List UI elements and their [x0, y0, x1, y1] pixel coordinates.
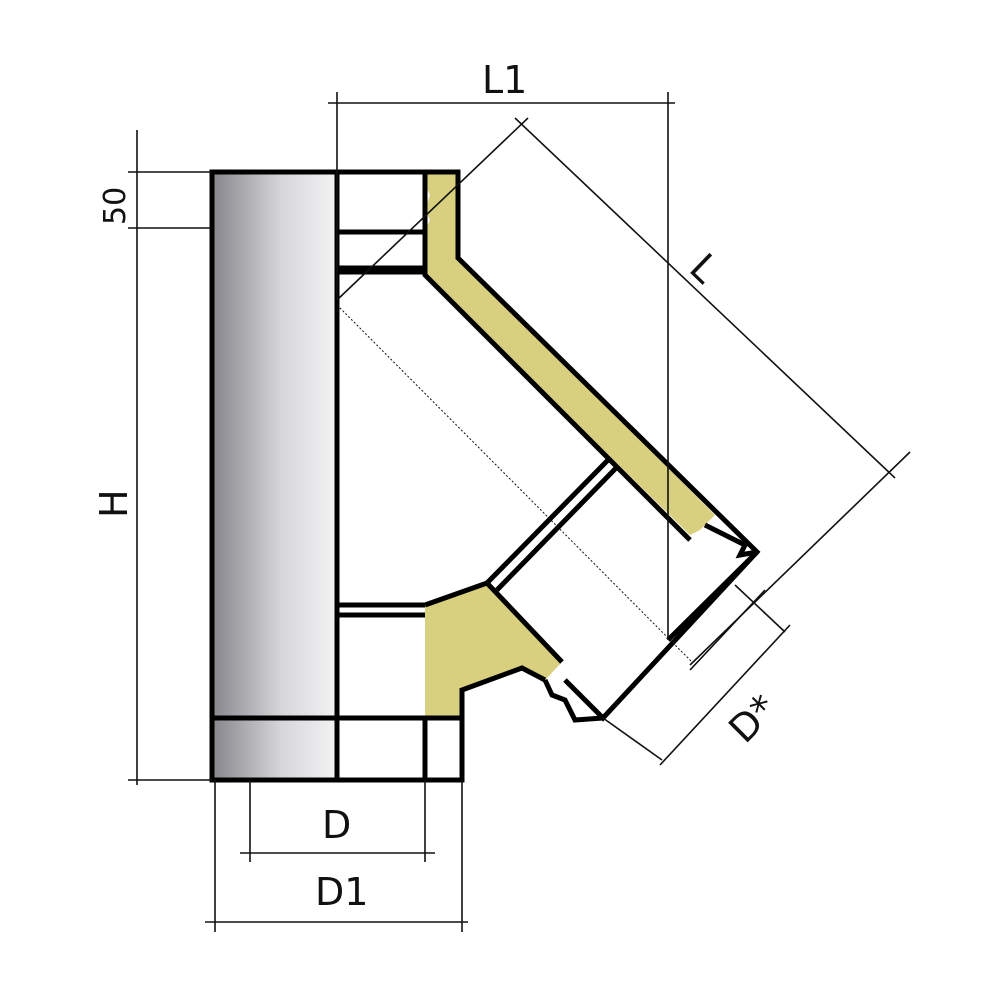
label-50: 50 — [98, 187, 133, 225]
label-d1: D1 — [315, 870, 368, 914]
main-pipe-collar — [209, 715, 340, 783]
dimension-lines — [128, 92, 911, 932]
tee-outline — [337, 169, 761, 783]
label-d: D — [322, 803, 351, 847]
label-d-star: D* — [720, 686, 785, 751]
label-l: L — [681, 245, 727, 291]
insulation-upper — [425, 172, 715, 535]
main-pipe-outer-shell — [209, 169, 340, 721]
label-l1: L1 — [482, 58, 527, 102]
insulation-lower — [425, 583, 562, 718]
label-h: H — [92, 489, 136, 518]
